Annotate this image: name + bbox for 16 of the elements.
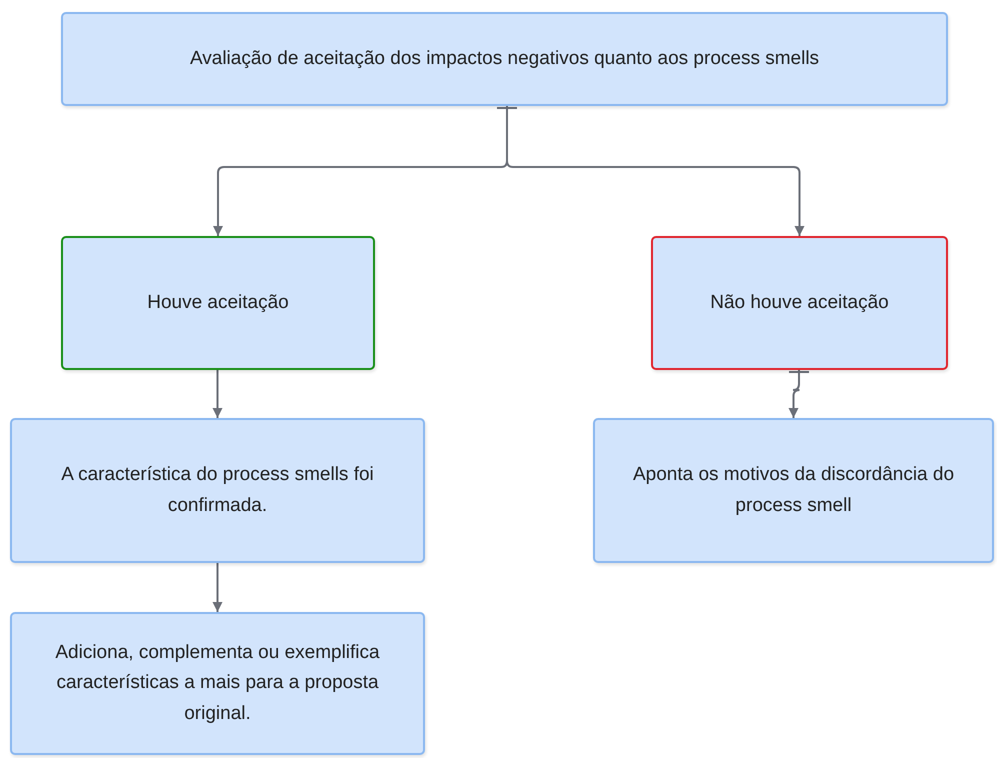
process-box [10, 418, 425, 563]
arrow [788, 370, 800, 418]
box-text: Aponta os motivos da discordância do process smell [632, 463, 956, 518]
process-box [10, 612, 425, 755]
box-text: Adiciona, complementa ou exemplifica características a mais para a proposta original. [54, 640, 381, 726]
process-box [61, 12, 948, 106]
box-text: Houve aceitação [147, 290, 289, 315]
process-box [61, 236, 375, 370]
process-box [593, 418, 994, 563]
box-text: Avaliação de aceitação dos impactos negativos quanto aos process smells [190, 46, 820, 71]
arrow [506, 106, 804, 236]
box-text: A característica do process smells foi confirmada. [60, 463, 375, 518]
process-box [651, 236, 948, 370]
arrow [212, 370, 222, 418]
box-text: Não houve aceitação [710, 290, 889, 315]
arrow [212, 563, 222, 612]
